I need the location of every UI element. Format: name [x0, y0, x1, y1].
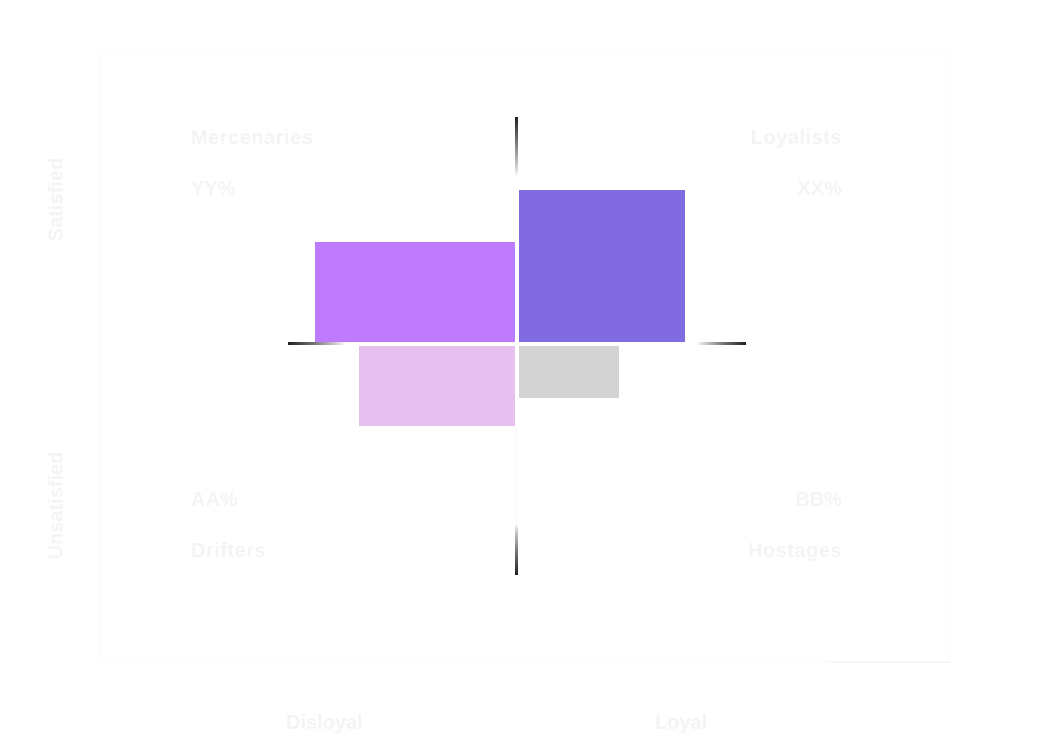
vertical-axis-bottom: [515, 524, 518, 575]
horizontal-axis-right: [696, 342, 746, 345]
quadrant-label-drifters: Drifters: [191, 540, 267, 562]
y-axis-label-satisfied: Satisfied: [45, 157, 68, 242]
quadrant-value-drifters: AA%: [191, 489, 238, 511]
horizontal-axis-left: [288, 342, 346, 345]
vertical-axis-faint: [516, 426, 517, 524]
vertical-axis-top: [515, 117, 518, 177]
quadrant-value-hostages: BB%: [795, 489, 842, 511]
quadrant-label-hostages: Hostages: [747, 540, 842, 562]
bar-loyalists: [519, 190, 685, 342]
x-axis-label-loyal: Loyal: [655, 712, 708, 734]
footer-divider: [830, 662, 950, 663]
bar-mercenaries: [315, 242, 515, 342]
quadrant-value-loyalists: XX%: [797, 178, 842, 200]
x-axis-label-disloyal: Disloyal: [286, 712, 363, 734]
quadrant-label-mercenaries: Mercenaries: [191, 127, 314, 149]
quadrant-value-mercenaries: YY%: [191, 178, 236, 200]
bar-drifters: [359, 346, 515, 426]
y-axis-label-unsatisfied: Unsatisfied: [45, 451, 68, 560]
bar-hostages: [519, 346, 619, 398]
quadrant-label-loyalists: Loyalists: [750, 127, 842, 149]
